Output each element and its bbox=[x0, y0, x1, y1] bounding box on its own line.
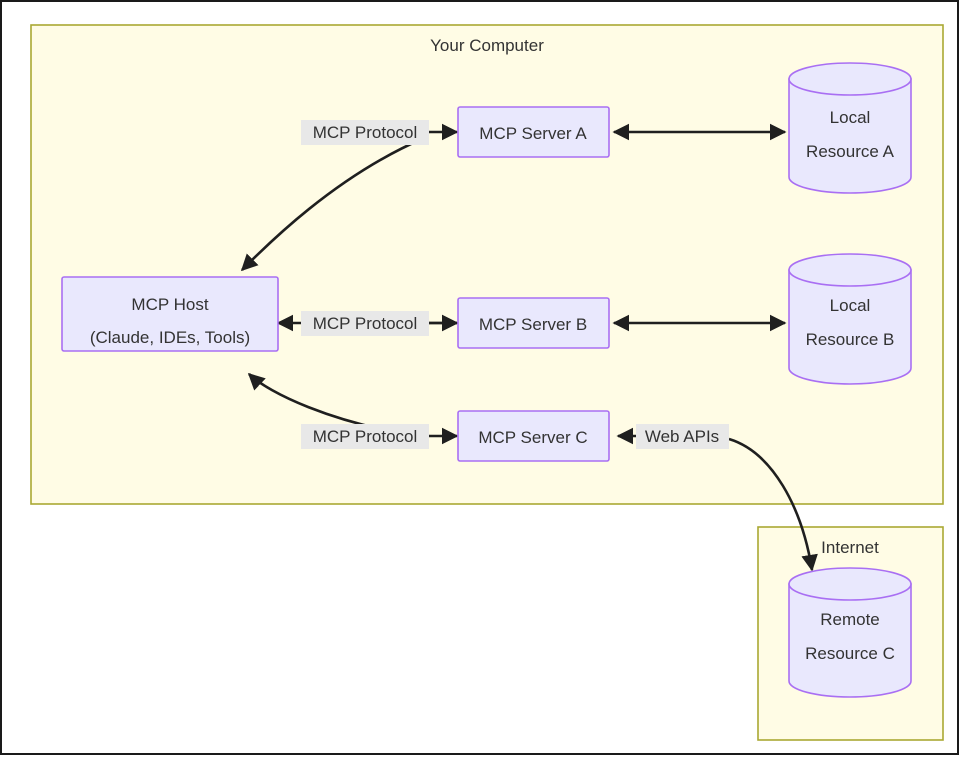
local-resource-b-label-line1: Local bbox=[830, 296, 871, 315]
node-mcp-server-c[interactable]: MCP Server C bbox=[457, 410, 610, 462]
node-mcp-server-a[interactable]: MCP Server A bbox=[457, 106, 610, 158]
edge-label-bg bbox=[301, 424, 429, 449]
local-resource-a-label-line2: Resource A bbox=[806, 142, 895, 161]
mcp-host-box[interactable] bbox=[61, 276, 279, 352]
local-resource-a-label-line1: Local bbox=[830, 108, 871, 127]
mcp-host-label-line1: MCP Host bbox=[131, 295, 208, 314]
node-local-resource-b[interactable]: Local Resource B bbox=[788, 253, 912, 385]
remote-resource-c-top bbox=[788, 567, 912, 601]
mcp-server-b-box[interactable] bbox=[457, 297, 610, 349]
node-mcp-host[interactable]: MCP Host (Claude, IDEs, Tools) bbox=[61, 276, 279, 352]
node-mcp-server-b[interactable]: MCP Server B bbox=[457, 297, 610, 349]
mcp-server-a-box[interactable] bbox=[457, 106, 610, 158]
remote-resource-c-body[interactable] bbox=[788, 583, 912, 698]
edge-label-text: MCP Protocol bbox=[313, 427, 418, 446]
edge-host-to-server-a bbox=[240, 137, 423, 272]
edge-label-bg bbox=[301, 311, 429, 336]
local-resource-a-top bbox=[788, 62, 912, 96]
mcp-server-c-box[interactable] bbox=[457, 410, 610, 462]
edge-label-text: MCP Protocol bbox=[313, 123, 418, 142]
local-resource-b-body[interactable] bbox=[788, 269, 912, 385]
node-remote-resource-c[interactable]: Remote Resource C bbox=[788, 567, 912, 698]
mcp-server-b-label: MCP Server B bbox=[479, 315, 587, 334]
remote-resource-c-label-line2: Resource C bbox=[805, 644, 895, 663]
internet-title: Internet bbox=[821, 538, 879, 557]
mcp-server-a-label: MCP Server A bbox=[479, 124, 587, 143]
mcp-server-c-label: MCP Server C bbox=[478, 428, 587, 447]
edge-label-web-apis: Web APIs bbox=[636, 424, 729, 449]
edge-label-host-server-c: MCP Protocol bbox=[301, 424, 459, 449]
edge-label-host-server-a: MCP Protocol bbox=[301, 120, 459, 145]
edge-label-text: Web APIs bbox=[645, 427, 719, 446]
your-computer-title: Your Computer bbox=[430, 36, 544, 55]
edge-label-bg bbox=[636, 424, 729, 449]
remote-resource-c-label-line1: Remote bbox=[820, 610, 880, 629]
edge-label-host-server-b: MCP Protocol bbox=[301, 311, 459, 336]
local-resource-a-body[interactable] bbox=[788, 78, 912, 194]
local-resource-b-label-line2: Resource B bbox=[806, 330, 895, 349]
edge-label-text: MCP Protocol bbox=[313, 314, 418, 333]
edge-label-bg bbox=[301, 120, 429, 145]
local-resource-b-top bbox=[788, 253, 912, 287]
node-local-resource-a[interactable]: Local Resource A bbox=[788, 62, 912, 194]
edge-server-c-to-remote-c bbox=[728, 437, 818, 572]
mcp-host-label-line2: (Claude, IDEs, Tools) bbox=[90, 328, 250, 347]
